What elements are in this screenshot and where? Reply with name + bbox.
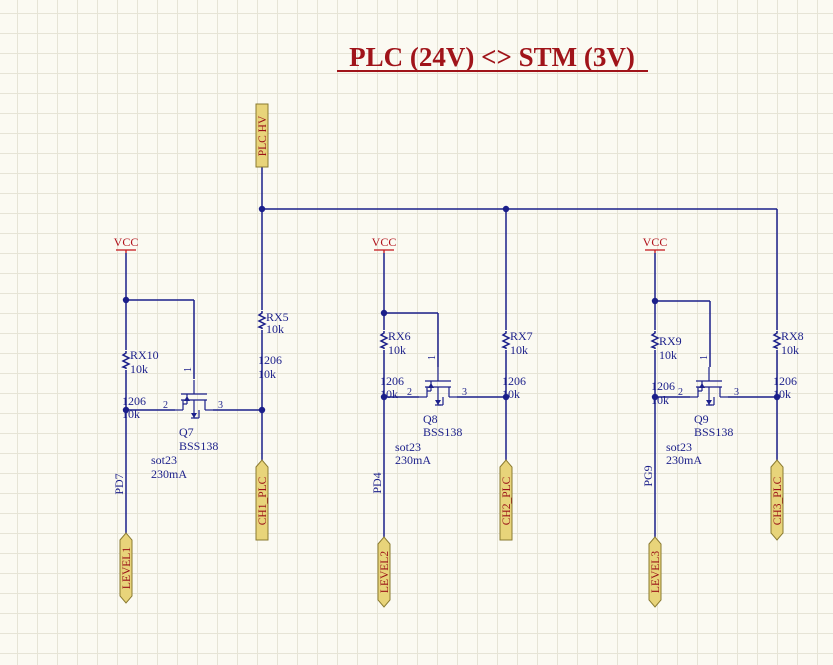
rx5-value: 10k — [266, 322, 284, 336]
q8-ref: Q8 — [423, 412, 438, 426]
rx10-ref: RX10 — [130, 348, 159, 362]
q9-ref: Q9 — [694, 412, 709, 426]
port-level2[interactable]: LEVEL2 — [377, 536, 391, 608]
rx9-package-value: 10k — [651, 393, 669, 407]
resistor-rx9[interactable] — [651, 330, 659, 350]
q7-pin-gate: 1 — [183, 367, 194, 372]
resistor-rx6[interactable] — [380, 330, 388, 350]
q8-pin-source: 2 — [407, 387, 412, 398]
port-plc-hv-label: PLC HV — [257, 115, 269, 156]
q7-part: BSS138 — [179, 439, 218, 453]
rx8-value: 10k — [781, 343, 799, 357]
q7-package: sot23 — [151, 453, 177, 467]
rx6-ref: RX6 — [388, 329, 411, 343]
port-ch2-label: CH2_PLC — [501, 476, 513, 525]
vcc-label: VCC — [643, 235, 668, 249]
q7-pin-drain: 3 — [218, 400, 223, 411]
port-plc-hv[interactable]: PLC HV — [255, 103, 269, 168]
page-title: PLC (24V) <> STM (3V) — [349, 42, 635, 72]
mosfet-q8[interactable] — [418, 366, 458, 406]
rx8-ref: RX8 — [781, 329, 804, 343]
net-label-pg9: PG9 — [641, 465, 655, 486]
q8-pin-gate: 1 — [427, 355, 438, 360]
q9-pin-drain: 3 — [734, 387, 739, 398]
port-level3-label: LEVEL3 — [650, 551, 662, 593]
port-level1-label: LEVEL1 — [121, 547, 133, 589]
port-ch1-plc[interactable]: CH1_PLC — [255, 459, 269, 541]
q8-package: sot23 — [395, 440, 421, 454]
port-ch1-label: CH1_PLC — [257, 476, 269, 525]
q7-pin-source: 2 — [163, 400, 168, 411]
resistor-rx5[interactable] — [258, 310, 266, 330]
vcc-symbol-3: VCC — [643, 235, 668, 253]
rx7-package-value: 10k — [502, 387, 520, 401]
junction-dots — [122, 205, 781, 414]
rx6-package-value: 10k — [380, 387, 398, 401]
rx7-package: 1206 — [502, 374, 526, 388]
rx5-ref: RX5 — [266, 310, 289, 324]
q9-rating: 230mA — [666, 453, 702, 467]
net-label-pd7: PD7 — [112, 473, 126, 494]
q7-ref: Q7 — [179, 425, 194, 439]
q9-pin-source: 2 — [678, 387, 683, 398]
rx8-package-value: 10k — [773, 387, 791, 401]
mosfet-q7[interactable] — [174, 379, 214, 419]
q9-pin-gate: 1 — [699, 355, 710, 360]
q9-part: BSS138 — [694, 425, 733, 439]
q8-rating: 230mA — [395, 453, 431, 467]
vcc-symbol-2: VCC — [372, 235, 397, 253]
q8-part: BSS138 — [423, 425, 462, 439]
rx5-package: 1206 — [258, 353, 282, 367]
vcc-symbol-1: VCC — [114, 235, 139, 253]
port-ch3-label: CH3_PLC — [772, 476, 784, 525]
resistor-rx7[interactable] — [502, 330, 510, 350]
mosfet-q9[interactable] — [689, 366, 729, 406]
rx6-package: 1206 — [380, 374, 404, 388]
vcc-label: VCC — [372, 235, 397, 249]
rx7-ref: RX7 — [510, 329, 533, 343]
rx9-package: 1206 — [651, 379, 675, 393]
rx10-package-value: 10k — [122, 407, 140, 421]
rx8-package: 1206 — [773, 374, 797, 388]
q8-pin-drain: 3 — [462, 387, 467, 398]
port-ch2-plc[interactable]: CH2_PLC — [499, 459, 513, 541]
resistor-rx8[interactable] — [773, 330, 781, 350]
port-level1[interactable]: LEVEL1 — [119, 532, 133, 604]
vcc-label: VCC — [114, 235, 139, 249]
net-label-pd4: PD4 — [370, 472, 384, 493]
rx9-value: 10k — [659, 348, 677, 362]
q9-package: sot23 — [666, 440, 692, 454]
rx9-ref: RX9 — [659, 334, 682, 348]
port-ch3-plc[interactable]: CH3_PLC — [770, 459, 784, 541]
wires — [125, 167, 778, 537]
rx7-value: 10k — [510, 343, 528, 357]
resistor-rx10[interactable] — [122, 350, 130, 370]
rx6-value: 10k — [388, 343, 406, 357]
port-level3[interactable]: LEVEL3 — [648, 536, 662, 608]
rx10-package: 1206 — [122, 394, 146, 408]
q7-rating: 230mA — [151, 467, 187, 481]
rx10-value: 10k — [130, 362, 148, 376]
rx5-package-value: 10k — [258, 367, 276, 381]
port-level2-label: LEVEL2 — [379, 551, 391, 593]
